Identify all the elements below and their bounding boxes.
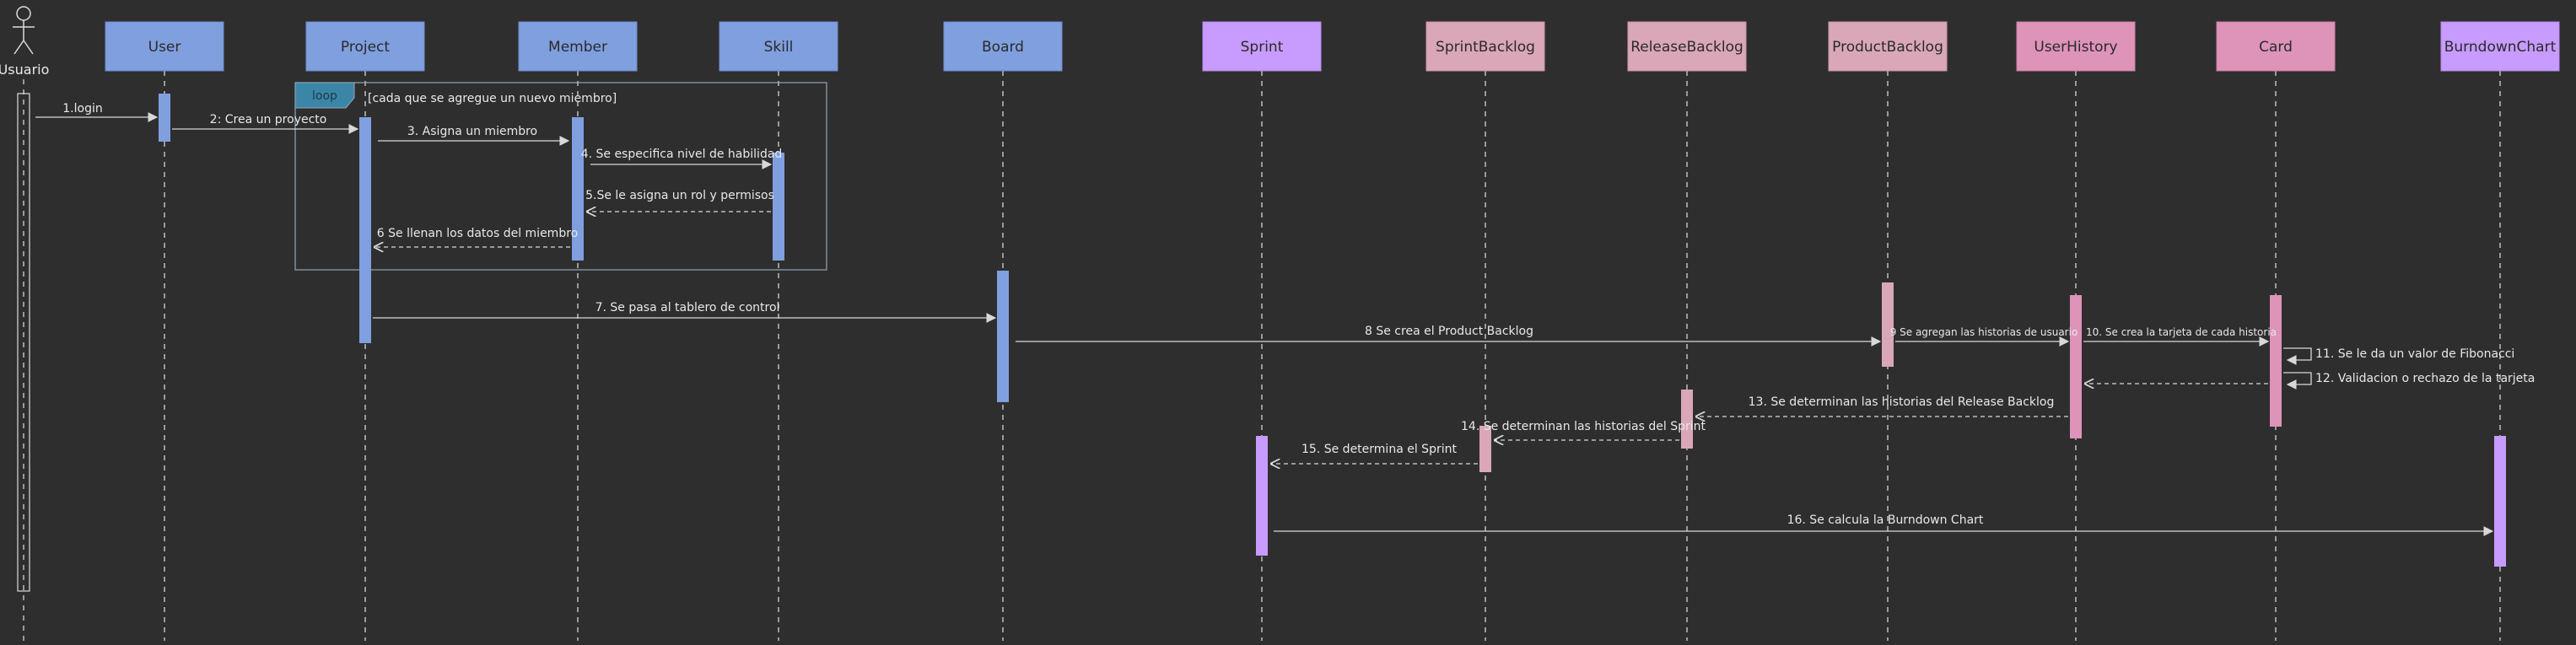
participant-label: SprintBacklog	[1436, 39, 1535, 56]
actor-head	[16, 6, 31, 21]
participant-userhistory[interactable]: UserHistory	[2016, 21, 2136, 72]
activation-releasebacklog	[1681, 390, 1693, 449]
participant-sprintbacklog[interactable]: SprintBacklog	[1425, 21, 1545, 72]
message-label-2: 2: Crea un proyecto	[210, 113, 327, 126]
messages	[35, 112, 2494, 536]
participant-sprint[interactable]: Sprint	[1202, 21, 1322, 72]
participant-label: ReleaseBacklog	[1630, 39, 1743, 56]
message-label-10: 10. Se crea la tarjeta de cada historia	[2086, 326, 2277, 338]
message-label-3: 3. Asigna un miembro	[407, 125, 537, 138]
participant-label: Project	[341, 39, 390, 56]
activation-userhistory	[2070, 295, 2082, 438]
activation-card	[2270, 295, 2282, 427]
message-arrow-12	[2283, 372, 2312, 390]
participant-productbacklog[interactable]: ProductBacklog	[1828, 21, 1948, 72]
participant-label: User	[148, 39, 181, 56]
actor-usuario: Usuario	[0, 6, 49, 78]
activation-skill	[773, 153, 784, 261]
activation-bars	[17, 93, 2506, 592]
loop-label: loop	[312, 89, 337, 103]
activation-burndownchart	[2494, 436, 2506, 567]
activation-usuario	[17, 93, 30, 592]
message-label-15: 15. Se determina el Sprint	[1301, 443, 1457, 456]
participant-project[interactable]: Project	[305, 21, 425, 72]
message-label-14: 14. Se determinan las historias del Spri…	[1461, 420, 1706, 433]
loop-frame	[294, 82, 827, 271]
participant-label: ProductBacklog	[1832, 39, 1943, 56]
participant-burndownchart[interactable]: BurndownChart	[2440, 21, 2560, 72]
message-label-1: 1.login	[62, 102, 102, 116]
message-label-6: 6 Se llenan los datos del miembro	[377, 227, 578, 240]
message-arrow-11	[2283, 347, 2312, 365]
message-label-7: 7. Se pasa al tablero de control	[595, 301, 780, 314]
participant-label: Sprint	[1241, 39, 1284, 56]
activation-project	[359, 117, 371, 343]
participant-skill[interactable]: Skill	[719, 21, 838, 72]
message-label-11: 11. Se le da un valor de Fibonacci	[2315, 347, 2514, 361]
participant-heads: User Project Member Skill Board Sprint S…	[105, 21, 2560, 72]
message-label-13: 13. Se determinan las historias del Rele…	[1749, 395, 2055, 409]
message-label-12: 12. Validacion o rechazo de la tarjeta	[2315, 372, 2535, 385]
participant-label: BurndownChart	[2444, 39, 2557, 56]
participant-card[interactable]: Card	[2216, 21, 2336, 72]
participant-label: Skill	[764, 39, 794, 56]
actor-label: Usuario	[0, 62, 49, 78]
message-label-8: 8 Se crea el Product Backlog	[1365, 325, 1533, 338]
activation-productbacklog	[1882, 282, 1894, 367]
participant-label: UserHistory	[2034, 39, 2117, 56]
participant-releasebacklog[interactable]: ReleaseBacklog	[1627, 21, 1747, 72]
activation-member	[572, 117, 584, 261]
participant-label: Board	[982, 39, 1024, 56]
activation-board	[997, 271, 1009, 402]
message-label-9: 9 Se agregan las historias de usuario	[1890, 326, 2078, 338]
activation-sprint	[1256, 436, 1268, 556]
participant-board[interactable]: Board	[943, 21, 1063, 72]
loop-fragment: loop [cada que se agregue un nuevo miemb…	[294, 82, 827, 271]
message-label-5: 5.Se le asigna un rol y permisos	[585, 189, 774, 202]
message-labels: 1.login 2: Crea un proyecto 3. Asigna un…	[62, 102, 2535, 527]
participant-user[interactable]: User	[105, 21, 224, 72]
participant-label: Member	[548, 39, 607, 56]
message-label-4: 4. Se especifica nivel de habilidad	[581, 148, 783, 161]
participant-label: Card	[2259, 39, 2293, 56]
participant-member[interactable]: Member	[518, 21, 638, 72]
activation-sprintbacklog	[1479, 426, 1491, 472]
loop-tab	[294, 82, 355, 109]
message-label-16: 16. Se calcula la Burndown Chart	[1787, 513, 1984, 527]
loop-condition: [cada que se agregue un nuevo miembro]	[368, 92, 617, 105]
activation-user	[159, 94, 170, 142]
